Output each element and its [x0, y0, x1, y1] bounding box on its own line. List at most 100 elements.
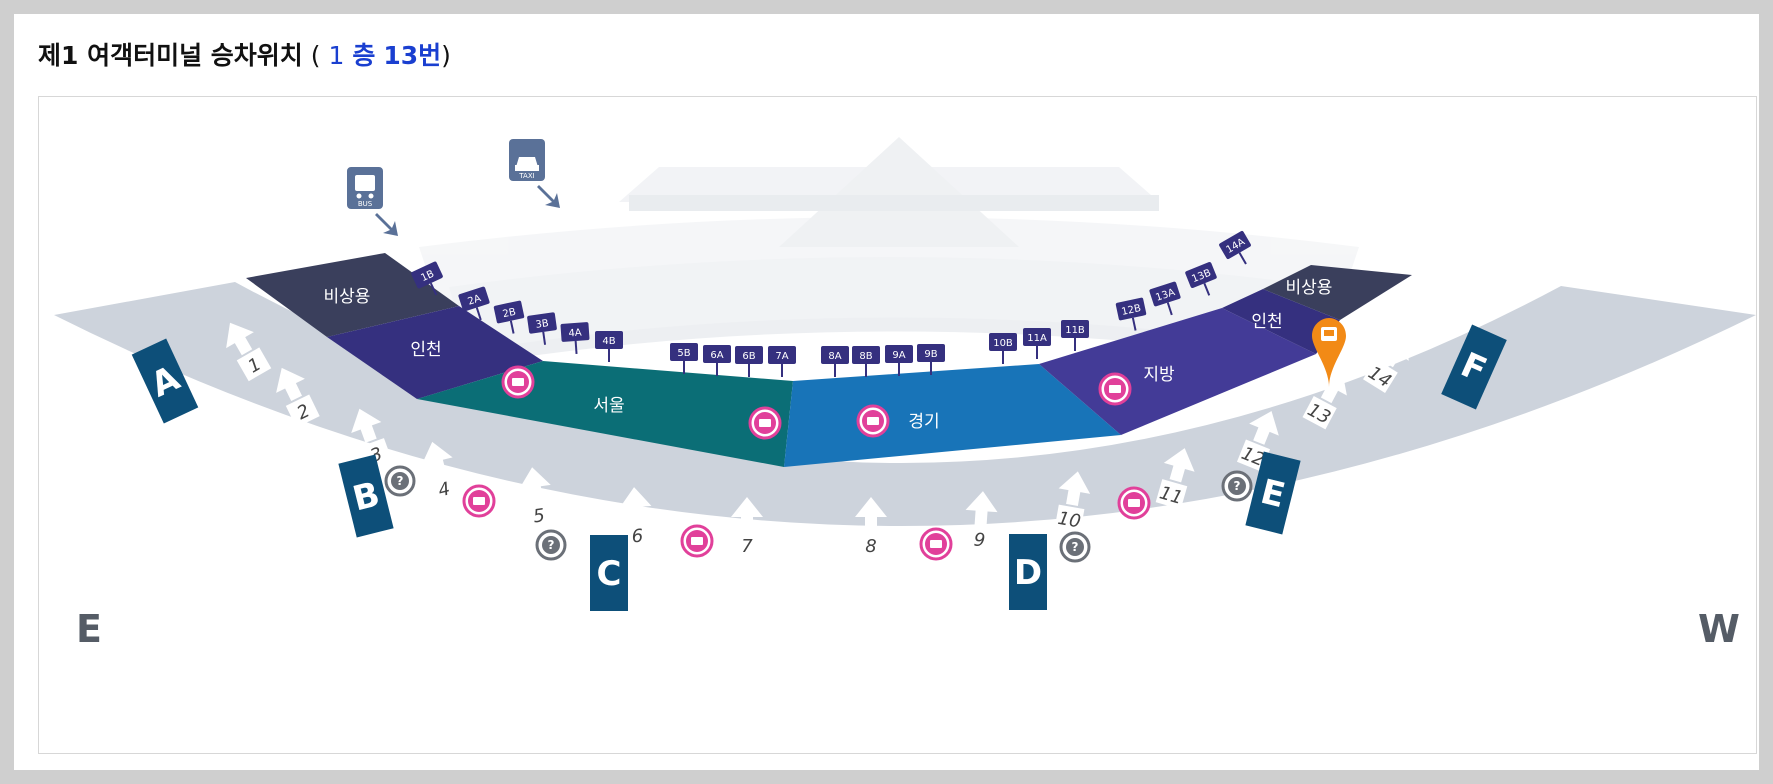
exit-marker: 8: [855, 497, 887, 557]
ticket-icon: [1098, 372, 1132, 406]
svg-text:?: ?: [548, 538, 555, 552]
terminal-map-svg: 비상용 인천 서울 경기 지방 인천 비상용 BUS TAXI 1: [54, 137, 1756, 651]
exit-marker: 1: [226, 322, 272, 382]
gate-sign: C: [590, 535, 628, 611]
exit-marker: 9: [965, 491, 998, 552]
bay-sign: 2A: [458, 286, 490, 321]
svg-text:?: ?: [1234, 479, 1241, 493]
bay-sign: 14A: [1219, 230, 1251, 265]
ticket-icon: [919, 527, 953, 561]
bay-label: 8A: [828, 351, 841, 362]
exit-marker: 7: [731, 497, 763, 557]
bay-label: 9A: [892, 350, 905, 361]
ticket-icon: [856, 404, 890, 438]
terminal-building: [419, 137, 1359, 359]
bay-sign: 8A: [821, 346, 849, 377]
bay-label: 2A: [466, 293, 482, 308]
bay-label: 11B: [1065, 325, 1085, 336]
bay-sign: 13B: [1185, 262, 1217, 296]
bay-label: 5B: [677, 348, 690, 359]
exit-number: 8: [865, 536, 876, 557]
taxi-icon-label: TAXI: [518, 172, 534, 180]
exit-number: 10: [1056, 508, 1082, 533]
ticket-icon: [680, 524, 714, 558]
exit-number: 4: [436, 478, 452, 501]
ticket-icon: [462, 484, 496, 518]
zone-incheon-right: [1222, 289, 1340, 354]
bay-sign: 13A: [1149, 281, 1181, 316]
help-icon: ?: [384, 465, 416, 497]
zone-label-gyeonggi: 경기: [908, 412, 939, 432]
bay-sign: 9B: [917, 344, 945, 375]
compass-west: W: [1698, 607, 1740, 651]
bay-label: 10B: [993, 338, 1013, 349]
bay-label: 9B: [924, 349, 937, 360]
help-icon: ?: [535, 529, 567, 561]
bay-sign: 3B: [527, 312, 557, 345]
exit-number: 9: [973, 530, 986, 552]
gate-letter: C: [597, 554, 622, 594]
bay-sign: 1B: [411, 261, 443, 296]
help-icon: ?: [1221, 470, 1253, 502]
zone-label-regional: 지방: [1143, 365, 1175, 385]
bay-label: 11A: [1027, 333, 1047, 344]
exit-marker: 10: [1054, 471, 1091, 533]
bay-label: 7A: [775, 351, 788, 362]
gate-letter: D: [1014, 553, 1042, 593]
gate-sign: D: [1009, 534, 1047, 610]
zone-label-emergency-left: 비상용: [324, 287, 371, 307]
bay-sign: 9A: [885, 345, 913, 376]
bay-sign: 7A: [768, 346, 796, 377]
current-stop-marker-icon: [1312, 318, 1346, 387]
gate-sign: F: [1441, 324, 1507, 410]
floor-unit: 층: [352, 41, 376, 70]
bay-label: 8B: [859, 351, 872, 362]
bay-sign: 11A: [1023, 328, 1051, 359]
title-main: 제1 여객터미널 승차위치: [38, 41, 303, 70]
bay-sign: 4B: [595, 331, 623, 362]
zone-label-incheon-right: 인천: [1251, 312, 1282, 332]
exit-number: 5: [532, 505, 546, 527]
zone-emergency-left: [246, 253, 459, 337]
ticket-icon: [1117, 486, 1151, 520]
bay-label: 12B: [1121, 303, 1143, 318]
gate-sign: B: [338, 454, 394, 538]
ticket-icon: [501, 365, 535, 399]
road-band: [54, 282, 1756, 526]
compass-east: E: [76, 607, 102, 651]
bay-sign: 2B: [493, 300, 525, 334]
bay-sign: 8B: [852, 346, 880, 377]
paren-open: (: [310, 41, 321, 70]
bay-label: 6A: [710, 350, 723, 361]
paren-close: ): [441, 41, 451, 70]
zone-label-incheon-left: 인천: [410, 340, 441, 360]
zone-gyeonggi: [784, 364, 1121, 467]
bay-sign: 5B: [670, 343, 698, 374]
zone-emergency-right: [1263, 265, 1412, 320]
bus-icon: BUS: [347, 167, 398, 236]
exit-marker: 2: [276, 367, 320, 428]
ticket-icon: [748, 406, 782, 440]
page-title: 제1 여객터미널 승차위치 ( 1 층 13번): [38, 36, 451, 72]
help-icon: ?: [1059, 531, 1091, 563]
svg-text:?: ?: [1072, 540, 1079, 554]
bay-label: 4B: [602, 336, 615, 347]
bay-label: 6B: [742, 351, 755, 362]
exit-number: 6: [631, 526, 644, 548]
bay-label: 1B: [419, 269, 436, 285]
bay-sign: 4A: [560, 322, 590, 355]
bay-label: 3B: [535, 318, 550, 331]
zone-label-seoul: 서울: [593, 396, 624, 416]
bay-sign: 12B: [1115, 297, 1147, 331]
zone-label-emergency-right: 비상용: [1286, 278, 1333, 298]
bus-icon-label: BUS: [358, 200, 373, 208]
content-panel: 제1 여객터미널 승차위치 ( 1 층 13번): [14, 14, 1759, 770]
svg-text:?: ?: [397, 474, 404, 488]
terminal-map: 비상용 인천 서울 경기 지방 인천 비상용 BUS TAXI 1: [38, 96, 1757, 754]
exit-marker: 6: [619, 487, 652, 548]
zone-incheon-left: [327, 306, 543, 399]
bay-label: 4A: [568, 328, 582, 340]
taxi-icon: TAXI: [509, 139, 560, 208]
bay-sign: 10B: [989, 333, 1017, 364]
bay-sign: 6B: [735, 346, 763, 377]
